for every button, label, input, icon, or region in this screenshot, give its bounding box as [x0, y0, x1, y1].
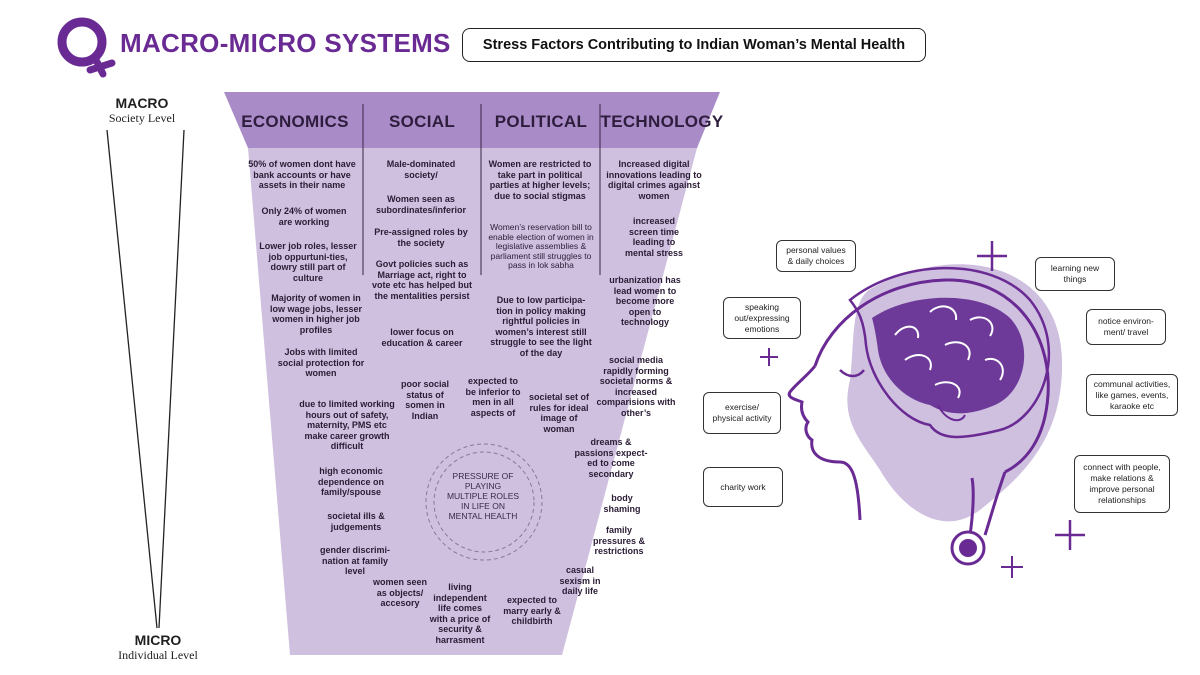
political-factor: Women’s reservation bill to enable elect… [488, 222, 594, 271]
social-factor: Women seen as subordinates/inferior [375, 194, 466, 215]
column-economics: ECONOMICS [241, 112, 349, 131]
economics-factor: Majority of women in low wage jobs, less… [269, 293, 363, 335]
individual-factor: casual sexism in daily life [559, 565, 601, 597]
subtitle-box: Stress Factors Contributing to Indian Wo… [462, 28, 926, 62]
plus-icon [760, 348, 778, 366]
individual-factor: societal set of rules for ideal image of… [528, 392, 590, 434]
economics-factor: Only 24% of women are working [261, 206, 347, 227]
technology-factor: increased screen time leading to mental … [624, 216, 684, 258]
individual-factor: women seen as objects/ accesory [372, 577, 428, 609]
coping-card-personal-values: personal values & daily choices [776, 240, 856, 272]
economics-factor: 50% of women dont have bank accounts or … [248, 159, 356, 191]
economics-factor: due to limited working hours out of safe… [299, 399, 395, 452]
individual-factor: body shaming [603, 493, 641, 514]
economics-factor: high economic dependence on family/spous… [317, 466, 384, 498]
social-factor: Pre-assigned roles by the society [374, 227, 468, 248]
economics-factor: Lower job roles, lesser job oppurtuni-ti… [259, 241, 357, 283]
individual-factor: expected to marry early & childbirth [503, 595, 561, 627]
plus-icon [1055, 520, 1085, 550]
technology-factor: Increased digital innovations leading to… [606, 159, 702, 201]
column-technology: TECHNOLOGY [600, 112, 724, 131]
micro-label: MICRO [134, 632, 182, 648]
page-title: MACRO-MICRO SYSTEMS [120, 28, 451, 58]
economics-factor: Jobs with limited social protection for … [277, 347, 365, 379]
coping-card-connect: connect with people, make relations & im… [1074, 455, 1170, 513]
coping-card-learning: learning new things [1035, 257, 1115, 291]
individual-factor: family pressures & restrictions [592, 525, 646, 557]
macro-label: MACRO [115, 95, 169, 111]
economics-factor: gender discrimi-nation at family level [319, 545, 391, 577]
column-social: SOCIAL [388, 112, 456, 131]
social-factor: Male-dominated society/ [386, 159, 456, 180]
macro-micro-scale [106, 129, 185, 629]
coping-card-charity: charity work [703, 467, 783, 507]
individual-factor: expected to be inferior to men in all as… [465, 376, 521, 418]
political-factor: Women are restricted to take part in pol… [488, 159, 592, 201]
social-factor: Govt policies such as Marriage act, righ… [371, 259, 473, 301]
social-factor: lower focus on education & career [381, 327, 463, 348]
individual-factor: living independent life comes with a pri… [429, 582, 491, 645]
column-political: POLITICAL [494, 112, 588, 131]
social-factor: poor social status of somen in Indian [400, 379, 449, 421]
center-pressure-text: PRESSURE OF PLAYING MULTIPLE ROLES IN LI… [446, 471, 520, 521]
individual-factor: dreams & passions expect-ed to come seco… [574, 437, 648, 479]
stress-funnel [224, 92, 720, 655]
macro-sublabel: Society Level [108, 111, 176, 125]
micro-sublabel: Individual Level [118, 648, 198, 662]
plus-icon [977, 241, 1007, 271]
coping-card-speaking-out: speaking out/expressing emotions [723, 297, 801, 339]
economics-factor: societal ills & judgements [327, 511, 385, 532]
coping-card-travel: notice environ-ment/ travel [1086, 309, 1166, 345]
plus-icon [1001, 556, 1023, 578]
coping-card-communal: communal activities, like games, events,… [1086, 374, 1178, 416]
head-illustration [787, 264, 1063, 566]
political-factor: Due to low participa-tion in policy maki… [490, 295, 592, 358]
technology-factor: urbanization has lead women to become mo… [609, 275, 681, 328]
female-symbol-icon [57, 17, 116, 78]
technology-factor: social media rapidly forming societal no… [596, 355, 676, 418]
coping-card-exercise: exercise/ physical activity [703, 392, 781, 434]
